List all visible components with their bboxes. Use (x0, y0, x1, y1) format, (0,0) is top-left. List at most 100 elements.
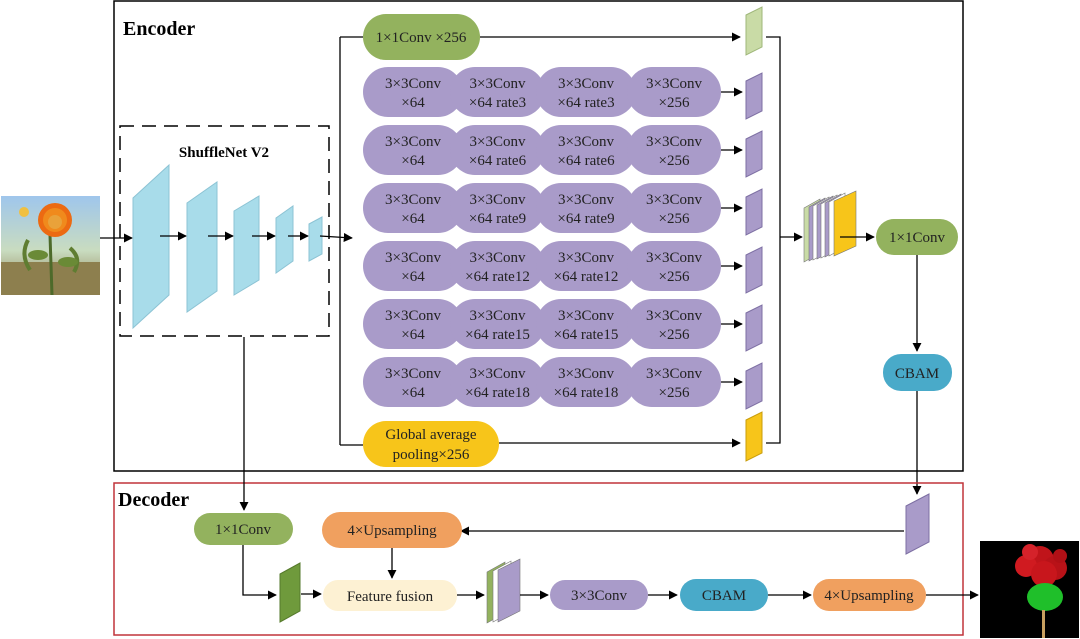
upsample-out-pill (813, 579, 926, 611)
branch-6-conv-1-label-2: ×64 (401, 385, 425, 401)
decoder-conv3-label: 3×3Conv (571, 588, 627, 604)
branch-4-conv-4-label-2: ×256 (659, 269, 690, 285)
encoder-cbam-pill (883, 354, 952, 391)
feature-map-5 (308, 216, 323, 262)
branch-4-conv-1-label-2: ×64 (401, 269, 425, 285)
branch-5-conv-1-label-1: 3×3Conv (385, 308, 441, 324)
branch-5-conv-1 (363, 299, 463, 349)
branch-1-conv-1-label-2: ×64 (401, 95, 425, 111)
feature-map-3 (233, 195, 260, 296)
branch-5-conv-2-label-1: 3×3Conv (470, 308, 526, 324)
branch-4-conv-3 (536, 241, 636, 291)
upsample-out-label: 4×Upsampling (824, 588, 914, 604)
branch-1-conv-2-label-2: ×64 rate3 (469, 95, 526, 111)
branch-2-conv-2-label-1: 3×3Conv (470, 134, 526, 150)
branch-6-conv-3-label-2: ×64 rate18 (554, 385, 619, 401)
branch-2-conv-3-label-1: 3×3Conv (558, 134, 614, 150)
branch-2-conv-4 (627, 125, 721, 175)
upsample-top-label: 4×Upsampling (347, 523, 437, 539)
branch-4-conv-4-label-1: 3×3Conv (646, 250, 702, 266)
branch-3-conv-3-label-1: 3×3Conv (558, 192, 614, 208)
branch-1-conv-3 (536, 67, 636, 117)
gap-feature-map (745, 411, 763, 462)
branch-1-conv-1-label-1: 3×3Conv (385, 76, 441, 92)
branch-5-conv-4-label-1: 3×3Conv (646, 308, 702, 324)
decoder-title: Decoder (118, 489, 189, 511)
branch-3-conv-3-label-2: ×64 rate9 (557, 211, 614, 227)
branch-5-conv-2-label-2: ×64 rate15 (465, 327, 530, 343)
encoder-title: Encoder (123, 18, 195, 40)
branch-2-conv-3-label-2: ×64 rate6 (557, 153, 615, 169)
branch-4-conv-2-label-1: 3×3Conv (470, 250, 526, 266)
branch-4-conv-2-label-2: ×64 rate12 (465, 269, 530, 285)
branch-4-feature-map (745, 246, 763, 294)
aspp-branch-4: 3×3Conv ×64 3×3Conv ×64 rate12 3×3Conv ×64 ra… (363, 241, 763, 294)
branch-6-conv-2-label-2: ×64 rate18 (465, 385, 530, 401)
top-conv-label: 1×1Conv ×256 (376, 30, 467, 46)
backbone-title: ShuffleNet V2 (179, 145, 269, 161)
low-level-feature-map (279, 562, 301, 623)
decoder-cbam-label: CBAM (702, 588, 746, 604)
branch-1-conv-4-label-1: 3×3Conv (646, 76, 702, 92)
branch-6-conv-4-label-1: 3×3Conv (646, 366, 702, 382)
feature-map-1 (132, 163, 170, 330)
branch-1-conv-4-label-2: ×256 (659, 95, 690, 111)
branch-3-conv-1-label-1: 3×3Conv (385, 192, 441, 208)
decoder-conv3-pill (550, 580, 648, 610)
branch-1-conv-3-label-2: ×64 rate3 (557, 95, 614, 111)
feature-map-2 (186, 181, 218, 313)
feature-map-4 (275, 205, 294, 274)
aspp-branches: 3×3Conv ×64 3×3Conv ×64 rate3 3×3Conv ×64 rat… (363, 67, 763, 410)
encoder-output-feature-map (905, 493, 930, 555)
backbone-feature-maps (132, 163, 323, 330)
branch-6-conv-2 (450, 357, 545, 407)
input-image (1, 196, 100, 296)
branch-5-conv-3-label-1: 3×3Conv (558, 308, 614, 324)
branch-6-conv-4 (627, 357, 721, 407)
branch-6-conv-3 (536, 357, 636, 407)
top-conv-pill (363, 14, 480, 60)
merge-conv-pill (876, 219, 958, 255)
branch-3-feature-map (745, 188, 763, 236)
branch-3-conv-4 (627, 183, 721, 233)
branch-4-conv-2 (450, 241, 545, 291)
branch-3-conv-2 (450, 183, 545, 233)
branch-2-conv-1 (363, 125, 463, 175)
branch-2-conv-1-label-2: ×64 (401, 153, 425, 169)
branch-2-conv-3 (536, 125, 636, 175)
branch-5-conv-2 (450, 299, 545, 349)
branch-2-conv-2 (450, 125, 545, 175)
feature-fusion-box (323, 580, 457, 611)
branch-3-conv-3 (536, 183, 636, 233)
encoder-frame (113, 0, 964, 472)
branch-4-conv-1-label-1: 3×3Conv (385, 250, 441, 266)
branch-1-conv-2-label-1: 3×3Conv (470, 76, 526, 92)
branch-5-conv-1-label-2: ×64 (401, 327, 425, 343)
branch-4-conv-4 (627, 241, 721, 291)
backbone-box (119, 125, 330, 337)
branch-1-conv-3-label-1: 3×3Conv (558, 76, 614, 92)
aspp-branch-1: 3×3Conv ×64 3×3Conv ×64 rate3 3×3Conv ×64 rat… (363, 67, 763, 120)
branch-6-conv-4-label-2: ×256 (659, 385, 690, 401)
branch-2-conv-4-label-2: ×256 (659, 153, 690, 169)
branch-1-conv-4 (627, 67, 721, 117)
gap-label-1: Global average (385, 427, 477, 443)
branch-2-conv-4-label-1: 3×3Conv (646, 134, 702, 150)
branch-4-conv-3-label-2: ×64 rate12 (554, 269, 619, 285)
branch-2-conv-1-label-1: 3×3Conv (385, 134, 441, 150)
branch-5-conv-4 (627, 299, 721, 349)
feature-fusion-label: Feature fusion (347, 589, 434, 605)
branch-6-conv-1-label-1: 3×3Conv (385, 366, 441, 382)
branch-3-conv-1 (363, 183, 463, 233)
top-conv-feature-map (745, 6, 763, 56)
branch-3-conv-2-label-1: 3×3Conv (470, 192, 526, 208)
gap-label-2: pooling×256 (393, 447, 470, 463)
branch-5-conv-3 (536, 299, 636, 349)
branch-6-conv-2-label-1: 3×3Conv (470, 366, 526, 382)
decoder-frame (113, 482, 964, 636)
concat-feature-stack (803, 190, 857, 263)
branch-6-conv-1 (363, 357, 463, 407)
